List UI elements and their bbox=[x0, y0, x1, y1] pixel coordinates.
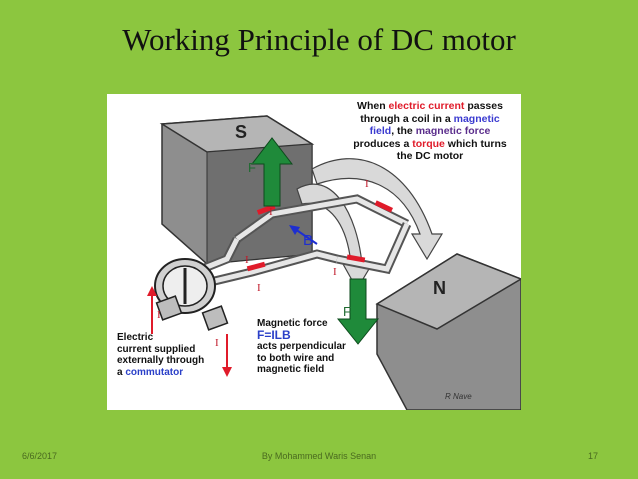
current-label: I bbox=[257, 282, 261, 294]
armature-coil bbox=[200, 194, 412, 289]
current-label: I bbox=[245, 254, 249, 266]
current-label: I bbox=[157, 309, 161, 321]
north-pole-magnet bbox=[375, 253, 521, 410]
motor-illustration bbox=[147, 115, 521, 410]
field-label-b: B bbox=[303, 232, 314, 249]
dc-motor-diagram: When electric current passes through a c… bbox=[107, 94, 521, 410]
current-label: I bbox=[333, 266, 337, 278]
external-current-note: Electric current supplied externally thr… bbox=[117, 332, 205, 378]
force-note: Magnetic force F=ILB acts perpendicular … bbox=[257, 318, 346, 375]
force-arrows bbox=[250, 137, 380, 345]
torque-caption: When electric current passes through a c… bbox=[353, 100, 507, 162]
pole-n-label: N bbox=[433, 278, 446, 298]
force-label-bottom: F bbox=[343, 304, 351, 319]
commutator bbox=[154, 258, 229, 331]
field-arrow bbox=[289, 225, 318, 245]
footer-author: By Mohammed Waris Senan bbox=[261, 451, 377, 461]
current-label: I bbox=[365, 178, 369, 190]
slide-title: Working Principle of DC motor bbox=[122, 22, 516, 57]
force-label-top: F bbox=[248, 160, 256, 175]
current-label: I bbox=[269, 206, 273, 218]
current-markers bbox=[246, 200, 394, 272]
footer-date: 6/6/2017 bbox=[22, 451, 58, 461]
external-current-arrows bbox=[147, 286, 232, 377]
figure-credit: R Nave bbox=[445, 392, 472, 401]
pole-s-label: S bbox=[235, 122, 248, 142]
page-number: 17 bbox=[587, 451, 598, 461]
current-label: I bbox=[215, 337, 219, 349]
